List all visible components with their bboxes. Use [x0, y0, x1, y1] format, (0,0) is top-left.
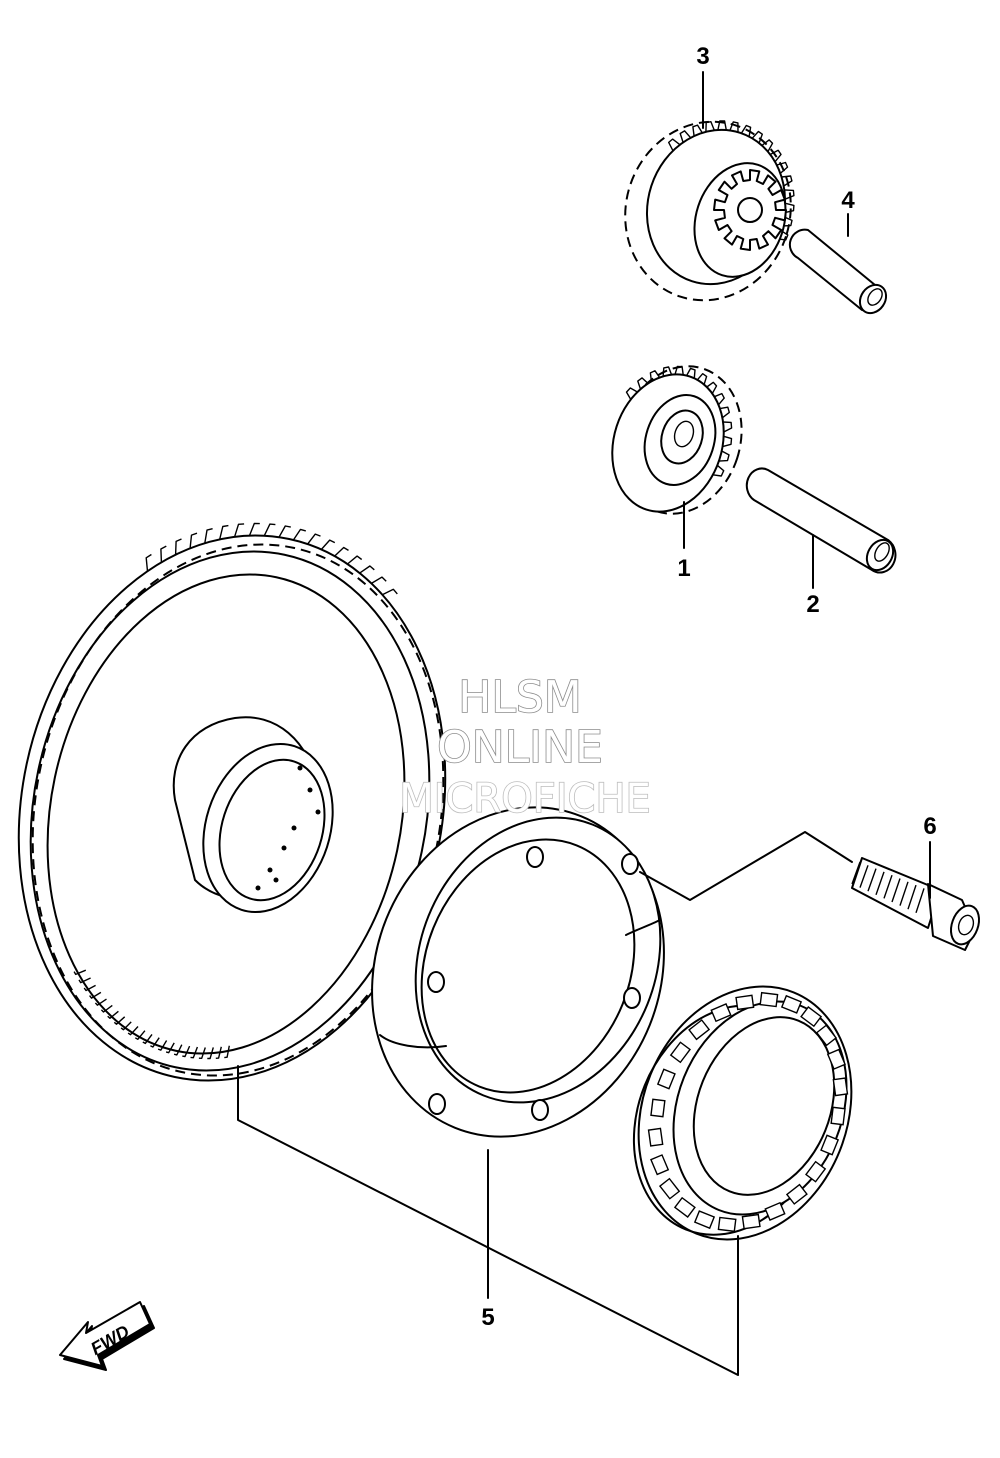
clutch-roller	[688, 1019, 711, 1041]
clutch-roller	[669, 1041, 691, 1064]
hub-hole	[307, 787, 313, 793]
clutch-roller	[735, 994, 755, 1011]
clutch-roller	[832, 1077, 849, 1097]
clutch-roller	[815, 1024, 838, 1047]
clutch-roller	[780, 994, 803, 1014]
fwd-arrow-icon: FWD	[59, 1301, 155, 1371]
hub-hole	[255, 885, 261, 891]
clutch-roller	[658, 1177, 681, 1200]
clutch-roller	[650, 1154, 670, 1176]
part-number-2: 2	[806, 591, 819, 618]
part-3-drawing	[624, 120, 795, 302]
part-5-ring-drawing	[371, 806, 665, 1138]
part-6-drawing	[851, 857, 981, 951]
clutch-roller	[785, 1183, 808, 1205]
clutch-roller	[830, 1106, 846, 1126]
watermark-line-1: HLSM	[458, 672, 582, 723]
hub-hole	[291, 825, 297, 831]
clutch-roller	[800, 1006, 823, 1028]
part-number-5: 5	[481, 1304, 494, 1331]
part-number-6: 6	[923, 813, 936, 840]
clutch-roller	[764, 1201, 786, 1221]
clutch-roller	[656, 1068, 676, 1090]
clutch-roller	[673, 1196, 696, 1218]
part-1-drawing	[611, 365, 743, 515]
clutch-roller	[693, 1210, 716, 1230]
clutch-roller	[759, 991, 779, 1008]
watermark-line-3: MICROFICHE	[399, 776, 651, 822]
clutch-roller	[710, 1003, 732, 1023]
part-5-bearing-drawing	[632, 985, 853, 1241]
clutch-roller	[805, 1160, 827, 1183]
part-number-1: 1	[677, 555, 690, 582]
part-number-3: 3	[696, 43, 709, 70]
clutch-roller	[647, 1127, 664, 1147]
watermark: HLSM ONLINE MICROFICHE	[398, 671, 651, 823]
hub-hole	[273, 877, 279, 883]
hub-hole	[281, 845, 287, 851]
clutch-roller	[717, 1216, 737, 1233]
clutch-roller	[820, 1134, 840, 1156]
hub-hole	[297, 765, 303, 771]
part-2-drawing	[745, 467, 897, 574]
clutch-roller	[650, 1098, 666, 1118]
leader-lines	[237, 71, 931, 1376]
clutch-roller	[826, 1048, 846, 1070]
part-number-4: 4	[841, 187, 855, 214]
hub-hole	[315, 809, 321, 815]
part-5-gear-drawing	[17, 522, 447, 1082]
part-4-drawing	[788, 228, 888, 315]
clutch-roller	[741, 1213, 761, 1230]
watermark-line-2: ONLINE	[437, 722, 603, 773]
hub-hole	[267, 867, 273, 873]
